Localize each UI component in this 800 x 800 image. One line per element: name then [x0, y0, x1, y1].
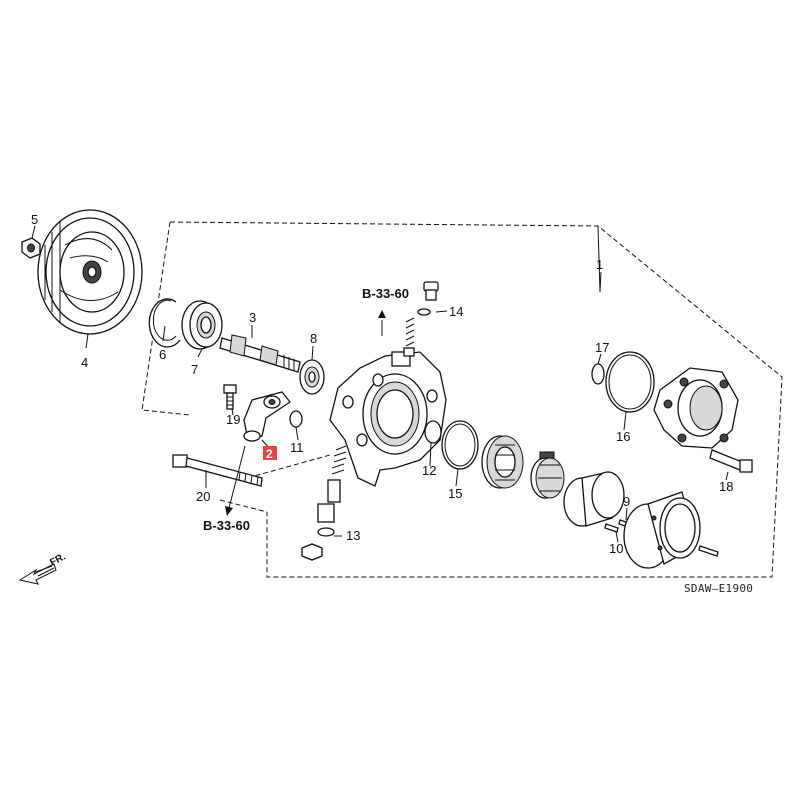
callout-13: 13 [346, 528, 360, 543]
side-plate [481, 435, 524, 489]
callout-18: 18 [719, 479, 733, 494]
o-ring-16 [605, 351, 655, 413]
oil-seal [299, 359, 325, 395]
o-ring-15 [441, 420, 479, 470]
callout-7: 7 [191, 362, 198, 377]
callout-19: 19 [226, 412, 240, 427]
pump-shaft [219, 334, 301, 373]
top-plug-and-spring [403, 281, 439, 357]
highlighted-callout-2[interactable]: 2 [263, 446, 277, 461]
cover-bolt [709, 449, 753, 473]
joint-bolt [223, 384, 237, 410]
rear-cover [653, 367, 739, 449]
callout-1: 1 [596, 257, 603, 272]
callout-6: 6 [159, 347, 166, 362]
callout-11: 11 [290, 440, 304, 455]
reference-top[interactable]: B-33-60 [362, 286, 409, 301]
front-direction-arrow: FR. [18, 551, 68, 585]
flow-control-valve [301, 445, 347, 561]
reference-arrows [225, 310, 386, 516]
o-ring-12 [424, 420, 442, 444]
callout-12: 12 [422, 463, 436, 478]
callout-9: 9 [623, 494, 630, 509]
cam-ring [563, 471, 625, 527]
callout-20: 20 [196, 489, 210, 504]
o-ring-11 [289, 410, 303, 428]
assembly-boundary [141, 221, 783, 578]
pulley-nut [21, 237, 41, 259]
diagram-code: SDAW—E1900 [684, 582, 753, 595]
bearing [181, 300, 223, 350]
callout-10: 10 [609, 541, 623, 556]
callout-17: 17 [595, 340, 609, 355]
highlight-box [263, 446, 277, 460]
housing-ring [623, 491, 701, 569]
callout-3: 3 [249, 310, 256, 325]
callout-15: 15 [448, 486, 462, 501]
callout-4: 4 [81, 355, 88, 370]
pulley [37, 209, 143, 335]
callout-16: 16 [616, 429, 630, 444]
callout-14: 14 [449, 304, 463, 319]
reference-bottom[interactable]: B-33-60 [203, 518, 250, 533]
front-direction-label: FR. [48, 551, 68, 568]
pump-body [329, 351, 447, 487]
leader-lines [31, 225, 729, 543]
callout-5: 5 [31, 212, 38, 227]
mounting-bolt [172, 454, 263, 487]
callout-2: 2 [266, 447, 273, 461]
callout-8: 8 [310, 331, 317, 346]
suction-joint [243, 391, 291, 442]
rotor [530, 451, 565, 499]
o-ring-17 [591, 363, 605, 385]
snap-ring [148, 298, 181, 348]
